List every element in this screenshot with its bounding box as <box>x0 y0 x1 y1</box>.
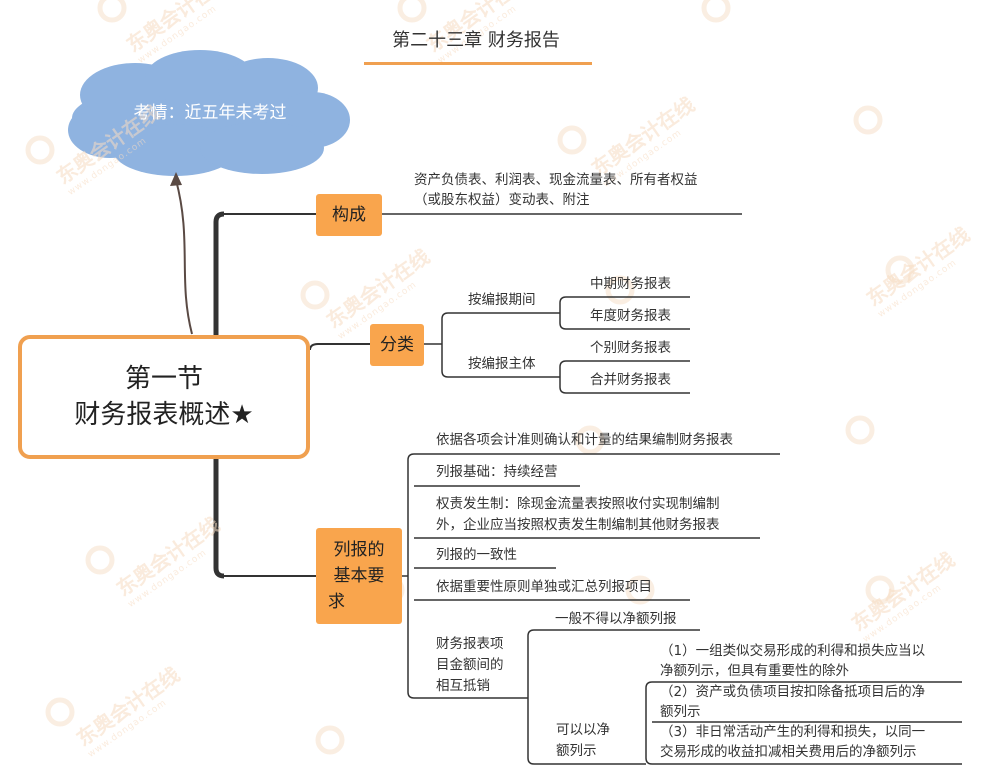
req-item-5: 依据重要性原则单独或汇总列报项目 <box>436 579 652 595</box>
req-item-3-line-1: 权责发生制：除现金流量表按照收付实现制编制 <box>436 496 720 512</box>
node-classification: 分类 <box>370 324 424 366</box>
net-case-3-line-2: 交易形成的收益扣减相关费用后的净额列示 <box>660 744 917 760</box>
offset-label-2: 目金额间的 <box>436 657 504 673</box>
consolidated-report: 合并财务报表 <box>590 372 671 388</box>
net-case-1-line-1: （1）一组类似交易形成的利得和损失应当以 <box>660 643 926 659</box>
cloud-arrow-line <box>175 179 193 335</box>
arrow-head-icon <box>170 172 182 186</box>
offset-label-3: 相互抵销 <box>436 678 490 694</box>
composition-text-1: 资产负债表、利润表、现金流量表、所有者权益 <box>414 172 698 188</box>
net-case-3-line-1: （3）非日常活动产生的利得和损失，以同一 <box>660 724 926 740</box>
net-case-2-line-2: 额列示 <box>660 704 701 720</box>
cloud-shape <box>68 50 350 176</box>
offset-general: 一般不得以净额列报 <box>555 611 677 627</box>
composition-text-2: （或股东权益）变动表、附注 <box>414 192 590 208</box>
req-item-2: 列报基础：持续经营 <box>436 464 558 480</box>
cloud-exam-note: 考情：近五年未考过 <box>133 103 287 123</box>
net-case-1-line-2: 净额列示，但具有重要性的除外 <box>660 663 849 679</box>
title-underline <box>364 62 592 65</box>
by-period-label: 按编报期间 <box>468 292 536 308</box>
individual-report: 个别财务报表 <box>590 340 671 356</box>
root-line-2: 财务报表概述★ <box>74 400 254 430</box>
net-case-2-line-1: （2）资产或负债项目按扣除备抵项目后的净 <box>660 684 926 700</box>
net-label-2: 额列示 <box>556 743 597 759</box>
req-item-3-line-2: 外，企业应当按照权责发生制编制其他财务报表 <box>436 517 720 533</box>
root-node: 第一节 财务报表概述★ <box>18 335 310 459</box>
root-line-1: 第一节 <box>124 364 203 394</box>
interim-report: 中期财务报表 <box>590 276 671 292</box>
by-entity-label: 按编报主体 <box>468 356 536 372</box>
req-item-4: 列报的一致性 <box>436 547 517 563</box>
net-label-1: 可以以净 <box>556 722 610 738</box>
offset-label-1: 财务报表项 <box>436 636 504 652</box>
annual-report: 年度财务报表 <box>590 308 671 324</box>
req-item-1: 依据各项会计准则确认和计量的结果编制财务报表 <box>436 432 733 448</box>
node-composition: 构成 <box>316 194 382 236</box>
page-title: 第二十三章 财务报告 <box>392 30 560 51</box>
node-requirements: 列报的 基本要 求 <box>316 528 402 624</box>
